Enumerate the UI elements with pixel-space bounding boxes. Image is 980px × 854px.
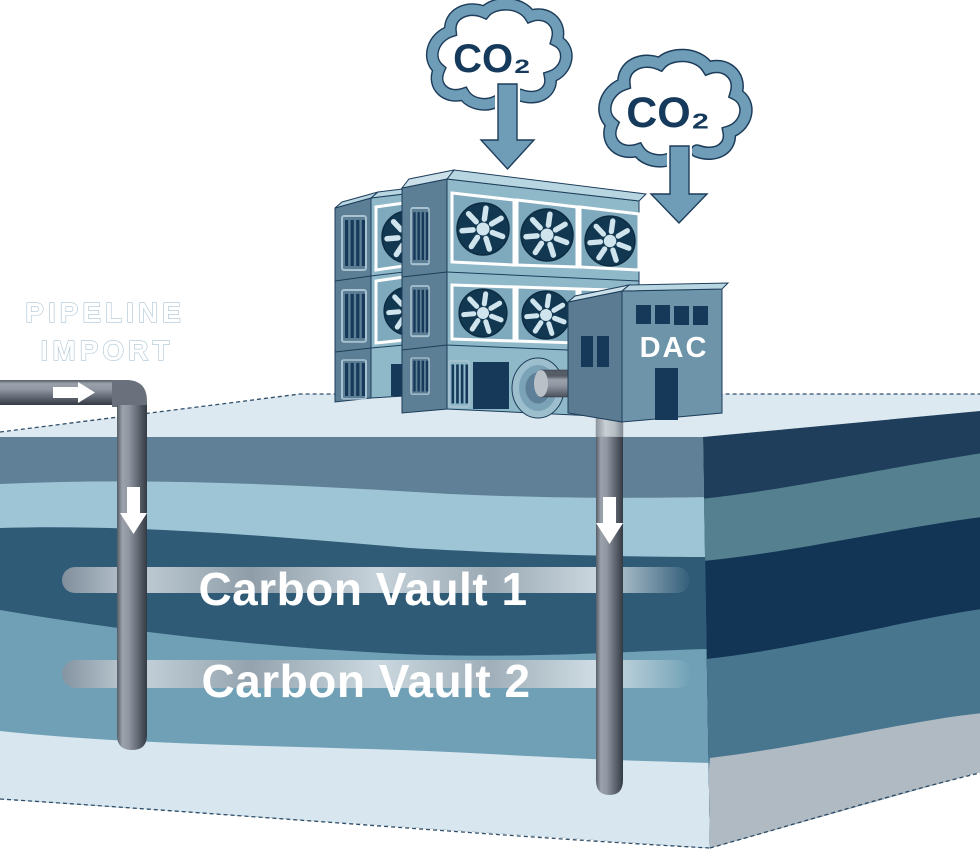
co2-arrow-2 bbox=[649, 145, 709, 225]
fan-icon bbox=[521, 209, 573, 261]
back-building-divider-2 bbox=[334, 347, 372, 353]
dac-window bbox=[693, 306, 708, 325]
pipeline-import-label: PIPELINE IMPORT bbox=[25, 296, 185, 366]
co2-cloud-2: CO₂ bbox=[605, 55, 746, 228]
fan-icon bbox=[585, 216, 635, 266]
pipeline-flow-arrow-down bbox=[120, 487, 147, 534]
connector-pipe-cap bbox=[534, 370, 548, 397]
ground-bottom-front-edge bbox=[0, 798, 711, 849]
fan-icon bbox=[457, 203, 509, 255]
front-building-roof-left bbox=[400, 169, 456, 189]
back-building-divider-1 bbox=[334, 275, 372, 282]
dac-injection-well bbox=[595, 416, 624, 795]
pipeline-import-line2: IMPORT bbox=[41, 335, 174, 366]
dac-roof-left bbox=[566, 284, 631, 303]
ground-back-edge bbox=[0, 393, 980, 433]
lateral-well-vault-2 bbox=[62, 660, 692, 688]
fan-building-back-details bbox=[341, 201, 434, 400]
pipeline-import-pipe bbox=[0, 380, 147, 750]
dac-side-window bbox=[581, 336, 593, 367]
pipeline-vertical-pipe bbox=[117, 405, 147, 750]
dac-left-face bbox=[567, 290, 623, 423]
co2-label-1: CO₂ bbox=[453, 37, 531, 81]
carbon-vault-1-label: Carbon Vault 1 bbox=[198, 563, 527, 615]
co2-arrow-1 bbox=[479, 83, 536, 171]
co2-cloud-1: CO₂ bbox=[432, 4, 566, 174]
dac-side-window bbox=[597, 336, 609, 367]
dac-window bbox=[674, 306, 689, 325]
back-building-divider-1b bbox=[370, 271, 405, 277]
pipeline-import-line1: PIPELINE bbox=[25, 297, 185, 328]
pipeline-elbow bbox=[112, 380, 147, 407]
lateral-well-vault-1 bbox=[62, 567, 690, 593]
injection-well-pipe bbox=[596, 437, 623, 795]
front-building-divider-1a bbox=[401, 271, 448, 278]
front-building-divider-2a bbox=[401, 344, 448, 351]
ground-right-face bbox=[703, 411, 980, 848]
back-building-door bbox=[391, 364, 404, 396]
dac-window bbox=[636, 305, 651, 324]
front-building-divider-1 bbox=[446, 271, 640, 282]
ground-bottom-right-edge bbox=[709, 772, 980, 849]
carbon-vault-2-label: Carbon Vault 2 bbox=[201, 655, 530, 707]
dac-window bbox=[655, 305, 670, 324]
front-building-left-face bbox=[401, 178, 448, 414]
fan-icon bbox=[459, 289, 507, 337]
fan-icon bbox=[522, 291, 570, 339]
front-building-door bbox=[473, 362, 509, 409]
pipeline-flow-arrow-right bbox=[53, 382, 95, 403]
back-building-divider-2b bbox=[370, 344, 405, 349]
dac-building: DAC bbox=[566, 282, 730, 423]
dac-label: DAC bbox=[640, 332, 709, 364]
co2-label-2: CO₂ bbox=[626, 89, 710, 137]
surface-top-face bbox=[0, 394, 980, 438]
dac-door bbox=[655, 368, 678, 420]
injection-flow-arrow-down bbox=[596, 497, 623, 544]
